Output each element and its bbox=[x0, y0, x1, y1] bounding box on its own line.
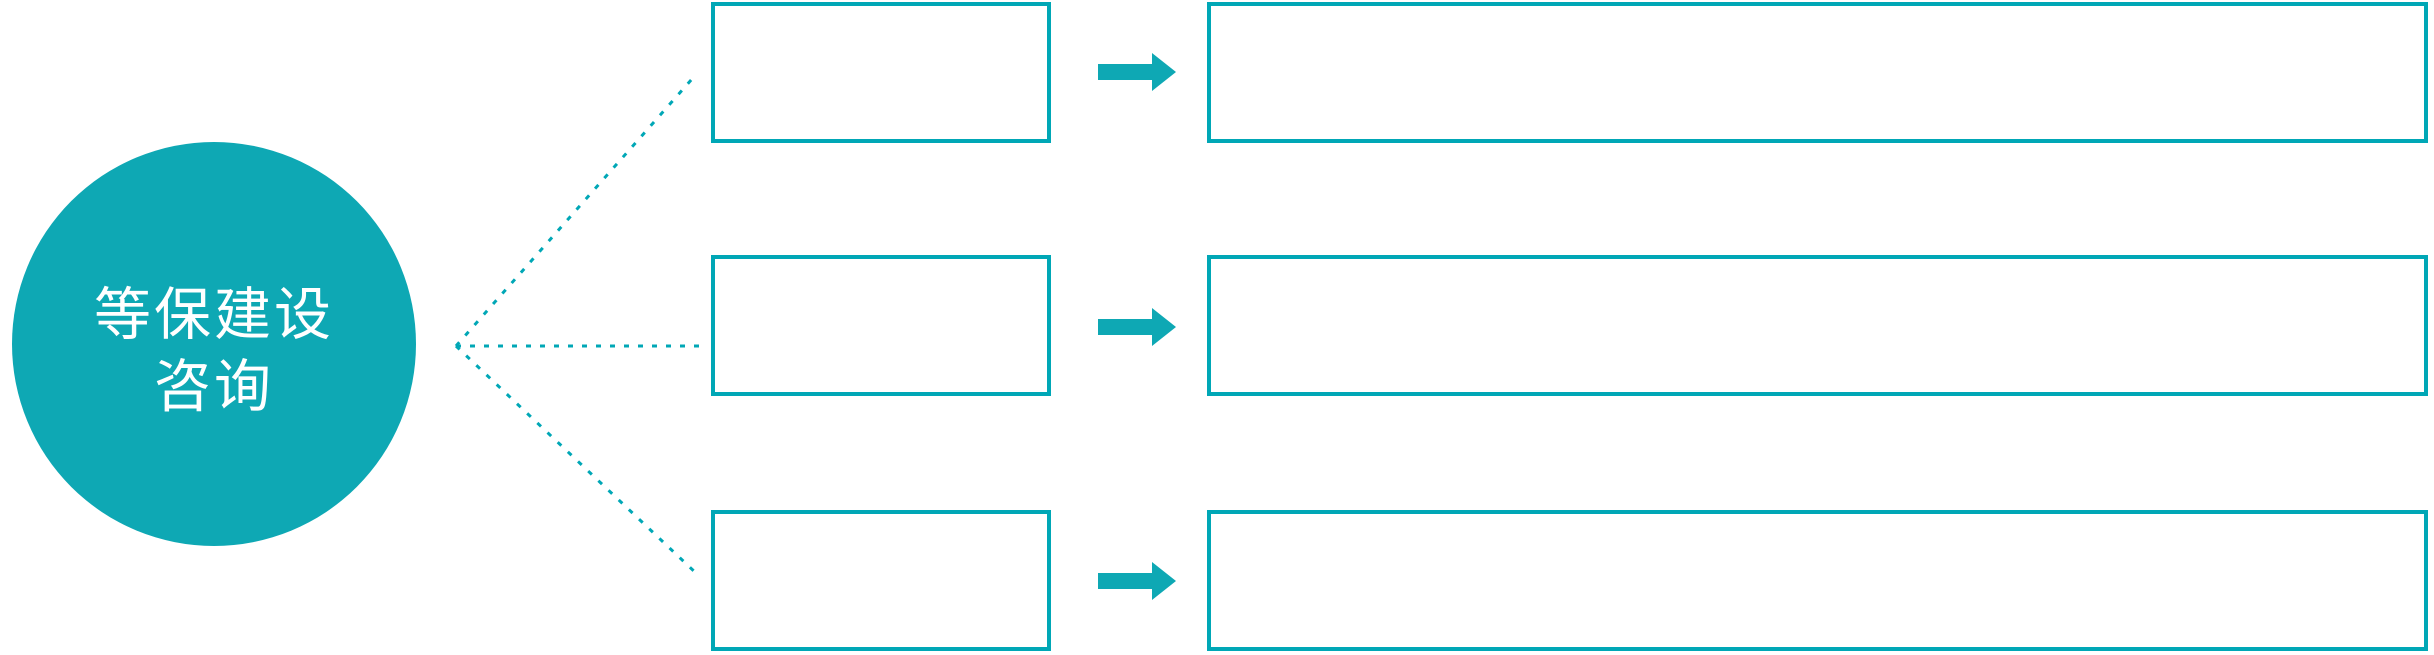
connector-line-top bbox=[454, 78, 694, 347]
small-box-row2-text bbox=[715, 259, 1047, 392]
large-box-row3-text bbox=[1211, 514, 2424, 647]
small-box-row1 bbox=[711, 2, 1051, 143]
large-box-row1-text bbox=[1211, 6, 2424, 139]
small-box-row3 bbox=[711, 510, 1051, 651]
root-node-circle: 等保建设 咨询 bbox=[12, 142, 416, 546]
arrow-right-icon bbox=[1098, 562, 1176, 600]
arrow-right-icon bbox=[1098, 53, 1176, 91]
small-box-row2 bbox=[711, 255, 1051, 396]
connector-line-bottom bbox=[454, 344, 699, 576]
root-node-label-line2: 咨询 bbox=[154, 355, 274, 419]
large-box-row2-text bbox=[1211, 259, 2424, 392]
large-box-row1 bbox=[1207, 2, 2428, 143]
small-box-row3-text bbox=[715, 514, 1047, 647]
root-node-label: 等保建设 咨询 bbox=[94, 279, 334, 423]
root-node-label-line1: 等保建设 bbox=[94, 283, 334, 347]
large-box-row3 bbox=[1207, 510, 2428, 651]
small-box-row1-text bbox=[715, 6, 1047, 139]
arrow-right-icon bbox=[1098, 308, 1176, 346]
large-box-row2 bbox=[1207, 255, 2428, 396]
